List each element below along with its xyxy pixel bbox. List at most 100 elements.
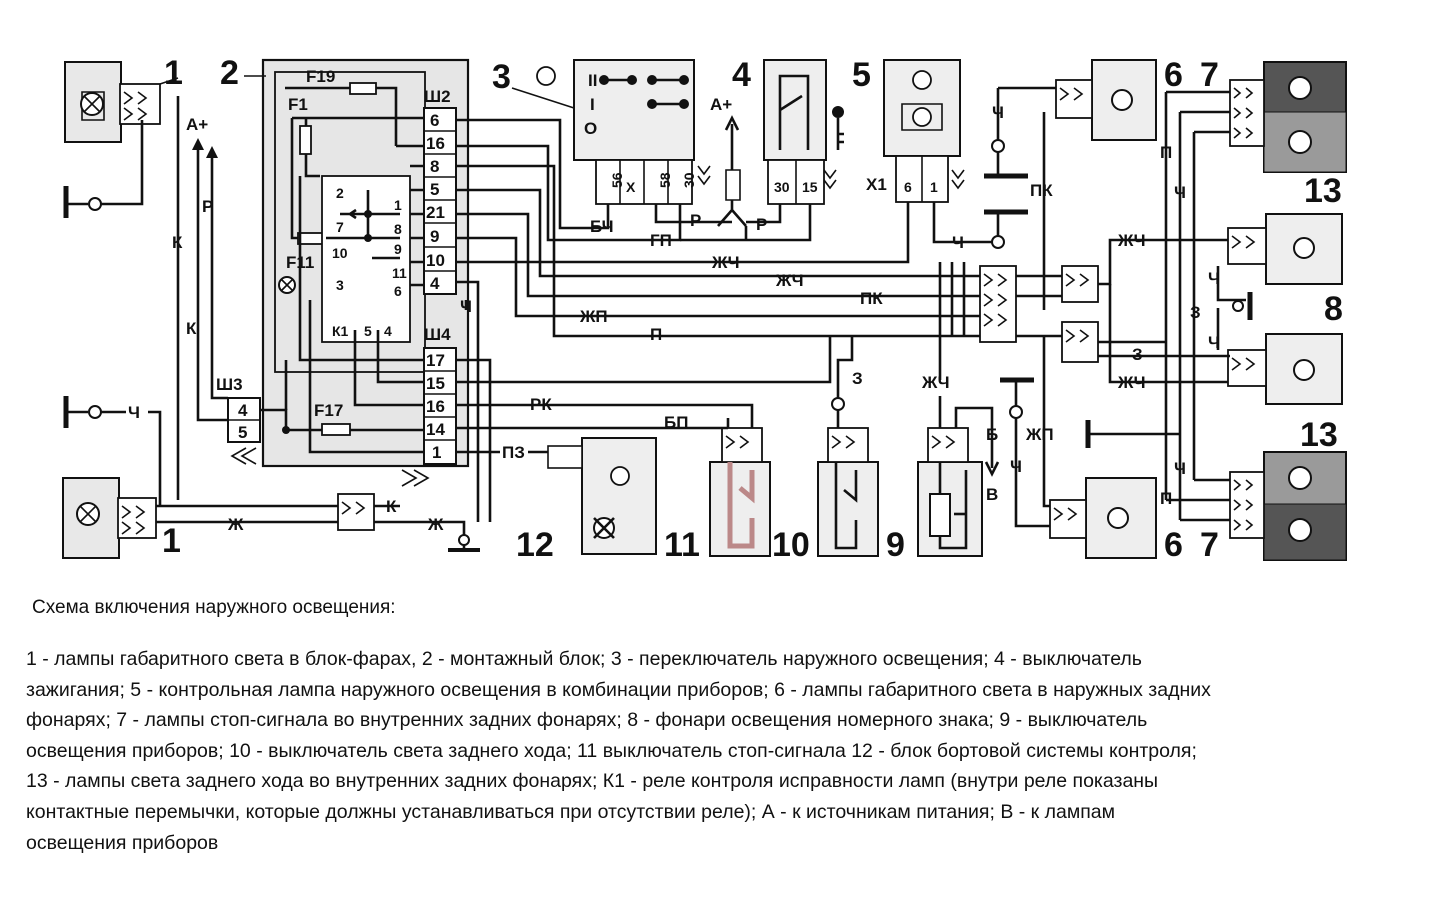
fuse-f19 xyxy=(349,82,377,95)
wire-label-zhch: ЖЧ xyxy=(1117,231,1146,250)
caption-line: 1 - лампы габаритного света в блок-фарах… xyxy=(26,648,1142,670)
arrow-up-icon xyxy=(192,138,218,158)
power-label-a-plus-2: А+ xyxy=(710,95,732,114)
reverse-lamp-icon xyxy=(1288,130,1312,154)
lamp-icon xyxy=(912,107,932,127)
wire-label-p: П xyxy=(1160,489,1172,508)
wire-label-zhch: ЖЧ xyxy=(921,373,950,392)
callout-3: 3 xyxy=(492,58,511,96)
wire-label-pz: ПЗ xyxy=(502,443,525,462)
wire-label-p: П xyxy=(650,325,662,344)
wire-label-k: К xyxy=(172,233,183,252)
wire-label-pk: ПК xyxy=(860,289,883,308)
wire-label-bp: БП xyxy=(664,413,688,432)
ground-lower-right xyxy=(1085,420,1180,448)
callout-2: 2 xyxy=(220,54,239,92)
ground-switch-top xyxy=(984,88,1028,249)
connector-sh3-label: Ш3 xyxy=(216,375,243,394)
svg-text:16: 16 xyxy=(426,134,445,153)
callout-5: 5 xyxy=(852,56,871,94)
wire-label-ch: Ч xyxy=(460,297,472,316)
led-icon xyxy=(610,466,630,486)
stop-lamp-icon xyxy=(1288,76,1312,100)
fuse-f1-label: F1 xyxy=(288,95,308,114)
wire-label-ch: Ч xyxy=(1010,457,1022,476)
wire-label-ch: Ч xyxy=(128,403,140,422)
power-label-v: В xyxy=(986,485,998,504)
caption-line: освещения приборов; 10 - выключатель све… xyxy=(26,739,1197,762)
wire-label-gp: ГП xyxy=(650,231,672,250)
svg-text:4: 4 xyxy=(430,274,440,293)
svg-text:O: O xyxy=(584,119,597,138)
connector-arrow-icon xyxy=(697,165,711,186)
rear-lamp-6-top xyxy=(1055,59,1157,141)
svg-text:56: 56 xyxy=(609,172,625,188)
ground-top-left xyxy=(63,120,144,218)
callout-8: 8 xyxy=(1324,290,1343,328)
ground-lower-left xyxy=(63,396,162,506)
svg-text:4: 4 xyxy=(238,401,248,420)
light-switch-3: II I O 56 X 58 30 xyxy=(536,59,711,205)
wire-label-ch: Ч xyxy=(1208,333,1220,352)
lamp-icon xyxy=(1111,89,1133,111)
callout-6-top: 6 xyxy=(1164,56,1183,94)
fuse-f19-label: F19 xyxy=(306,67,335,86)
lamp-icon xyxy=(1107,507,1129,529)
key-icon xyxy=(832,106,844,118)
svg-text:4: 4 xyxy=(384,323,392,339)
svg-text:8: 8 xyxy=(430,157,439,176)
lamp-icon xyxy=(536,66,556,86)
callout-12: 12 xyxy=(516,526,554,564)
headlight-bottom-left xyxy=(62,477,157,559)
connector-arrow-icon xyxy=(230,447,257,465)
wire-label-zh: Ж xyxy=(227,515,244,534)
caption-line: освещения приборов xyxy=(26,831,219,854)
svg-text:58: 58 xyxy=(657,172,673,188)
stop-light-switch-11 xyxy=(709,427,771,557)
fuse-f1 xyxy=(299,125,312,155)
callout-1-bottom: 1 xyxy=(162,522,181,560)
fuse-lamp-icon xyxy=(278,276,296,294)
relay-k1: 2 1 7 8 10 9 11 3 6 5 4 К1 xyxy=(321,175,411,343)
callout-7-top: 7 xyxy=(1200,56,1219,94)
callout-6-bottom: 6 xyxy=(1164,526,1183,564)
svg-text:1: 1 xyxy=(432,443,441,462)
wire-label-r: Р xyxy=(202,197,213,216)
rear-lamp-6-bottom xyxy=(1049,477,1157,559)
svg-text:6: 6 xyxy=(904,179,912,195)
caption-line: фонарях; 7 - лампы стоп-сигнала во внутр… xyxy=(26,709,1148,732)
svg-text:7: 7 xyxy=(336,219,344,235)
svg-text:X: X xyxy=(626,179,636,195)
callout-7-bottom: 7 xyxy=(1200,526,1219,564)
wire-label-ch: Ч xyxy=(952,233,964,252)
indicator-lamp-5: 6 1 xyxy=(883,59,965,203)
harness-connector-lower xyxy=(1061,321,1099,363)
callout-10: 10 xyxy=(772,526,810,564)
svg-text:1: 1 xyxy=(394,197,402,213)
svg-text:8: 8 xyxy=(394,221,402,237)
fuse-f17 xyxy=(321,423,351,436)
wire-label-p: П xyxy=(1160,143,1172,162)
rear-lamp-cluster-top xyxy=(1229,61,1347,173)
svg-text:9: 9 xyxy=(430,227,439,246)
wire-label-zhch: ЖЧ xyxy=(711,253,740,272)
wire-label-ch: Ч xyxy=(1174,459,1186,478)
svg-text:5: 5 xyxy=(430,180,439,199)
svg-text:3: 3 xyxy=(336,277,344,293)
svg-text:30: 30 xyxy=(681,172,697,188)
caption-line: контактные перемычки, которые должны уст… xyxy=(26,800,1116,823)
svg-text:2: 2 xyxy=(336,185,344,201)
svg-text:К1: К1 xyxy=(332,323,349,339)
callout-13-top: 13 xyxy=(1304,172,1342,210)
svg-text:15: 15 xyxy=(426,374,445,393)
fuse-f17-label: F17 xyxy=(314,401,343,420)
harness-connector-mid xyxy=(1061,265,1099,303)
svg-text:5: 5 xyxy=(364,323,372,339)
svg-text:10: 10 xyxy=(332,245,348,261)
wire-label-z: З xyxy=(1132,345,1143,364)
svg-text:15: 15 xyxy=(802,179,818,195)
caption-body: 1 - лампы габаритного света в блок-фарах… xyxy=(26,644,1426,858)
headlight-top-left xyxy=(64,61,161,143)
connector-x1-label: X1 xyxy=(866,175,887,194)
wire-label-z: З xyxy=(1190,303,1201,322)
